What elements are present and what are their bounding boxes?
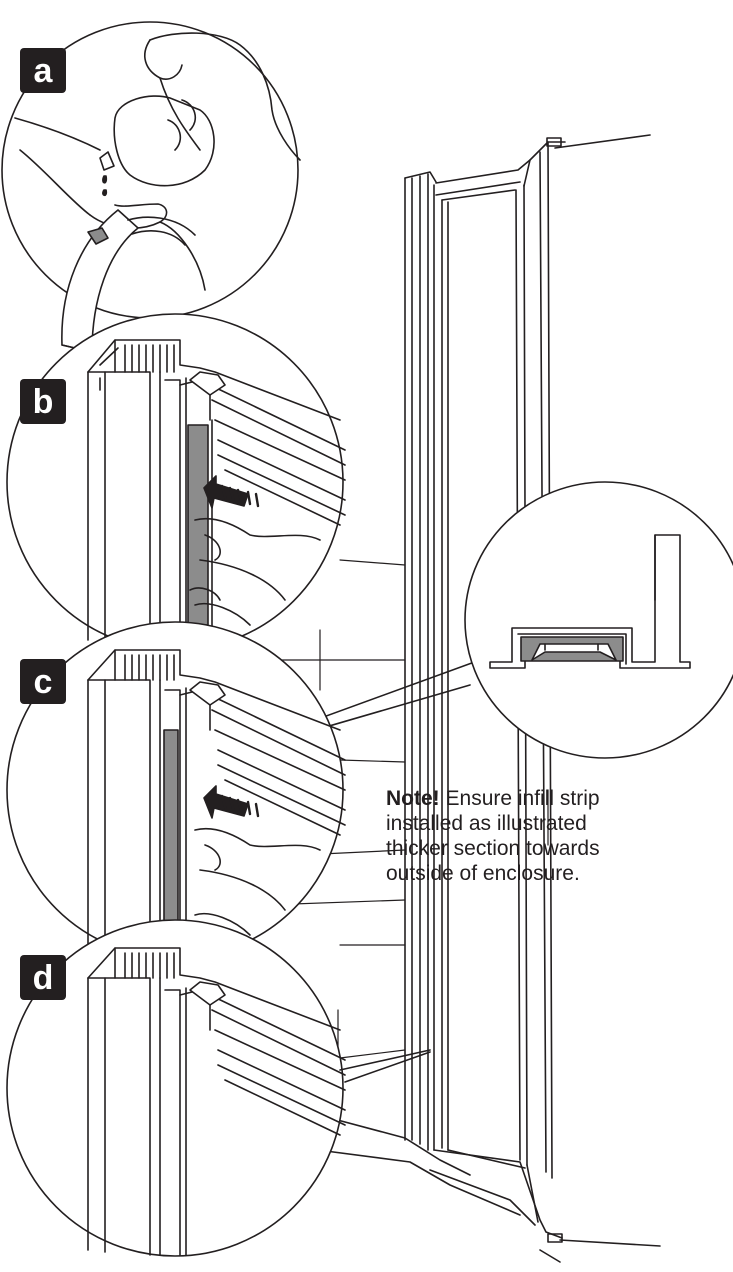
note-line-1: Note! Ensure infill strip [386, 786, 733, 811]
step-b-illustration [6, 313, 346, 663]
step-c-illustration [6, 621, 346, 963]
note-text-1: Ensure infill strip [439, 787, 600, 810]
step-b-badge: b [20, 379, 66, 424]
note-line-3: thicker section towards [386, 837, 600, 860]
note-line-4: outside of enclosure. [386, 862, 580, 885]
installation-note: Note! Ensure infill strip installed as i… [386, 786, 733, 886]
step-d-badge: d [20, 955, 66, 1000]
step-a-label: a [34, 52, 54, 90]
step-a-illustration [1, 21, 301, 353]
note-heading: Note! [386, 787, 440, 810]
step-c-label: c [34, 663, 53, 701]
note-line-2: installed as illustrated [386, 812, 587, 835]
step-c-badge: c [20, 659, 66, 704]
step-b-label: b [33, 383, 54, 421]
step-d-illustration [6, 919, 431, 1257]
step-d-label: d [33, 959, 54, 997]
step-a-badge: a [20, 48, 66, 93]
